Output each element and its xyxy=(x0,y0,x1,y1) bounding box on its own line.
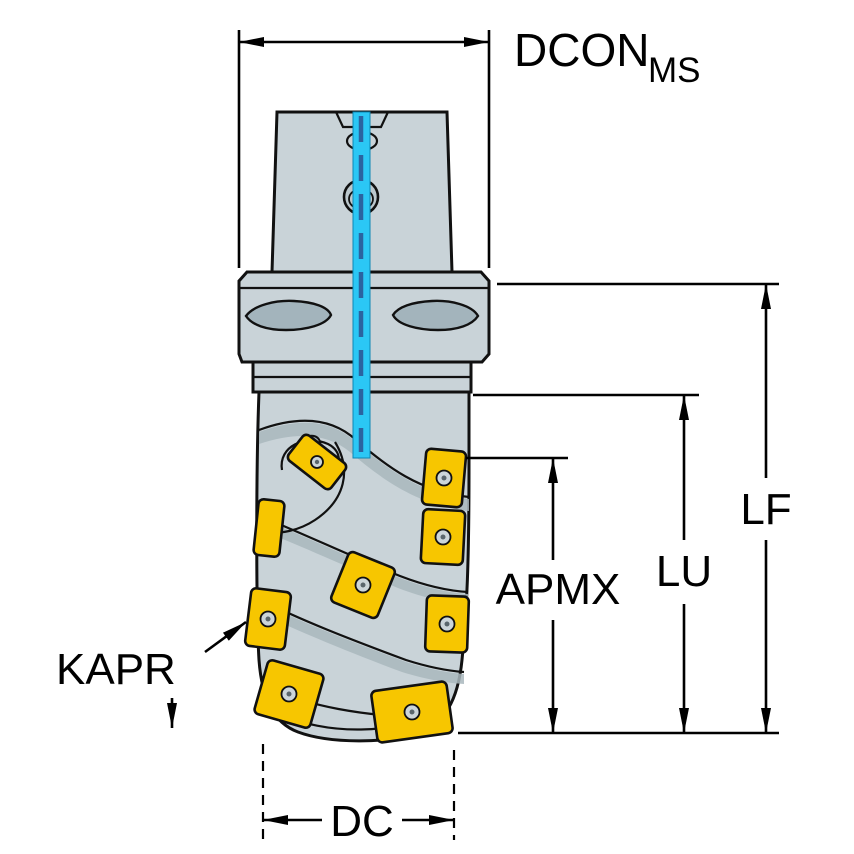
label-dc: DC xyxy=(330,797,394,846)
dimension-annotations: DCON MS LF LU APMX KAPR DC xyxy=(56,24,792,846)
screw-dot-icon xyxy=(286,691,292,697)
grip-slot-right xyxy=(391,299,480,332)
screw-dot-icon xyxy=(444,621,450,627)
screw-dot-icon xyxy=(314,459,320,465)
label-lf: LF xyxy=(740,485,791,534)
screw-dot-icon xyxy=(360,582,366,588)
flute-shade-1 xyxy=(259,422,469,511)
screw-dot-icon xyxy=(440,534,446,540)
label-dcon-subscript: MS xyxy=(648,51,701,90)
screw-dot-icon xyxy=(265,616,271,622)
flute-shade-3 xyxy=(257,600,464,684)
insert-left-mid xyxy=(252,497,286,559)
label-lu: LU xyxy=(656,547,712,596)
coolant-channel xyxy=(352,111,371,459)
grip-slot-left xyxy=(244,299,333,332)
label-dcon: DCON xyxy=(514,24,649,76)
screw-dot-icon xyxy=(441,475,447,481)
insert-screws xyxy=(259,455,456,721)
screw-dot-icon xyxy=(409,709,415,715)
label-apmx: APMX xyxy=(496,565,621,614)
label-kapr: KAPR xyxy=(56,645,176,694)
kapr-pointer-arrow xyxy=(204,620,247,654)
